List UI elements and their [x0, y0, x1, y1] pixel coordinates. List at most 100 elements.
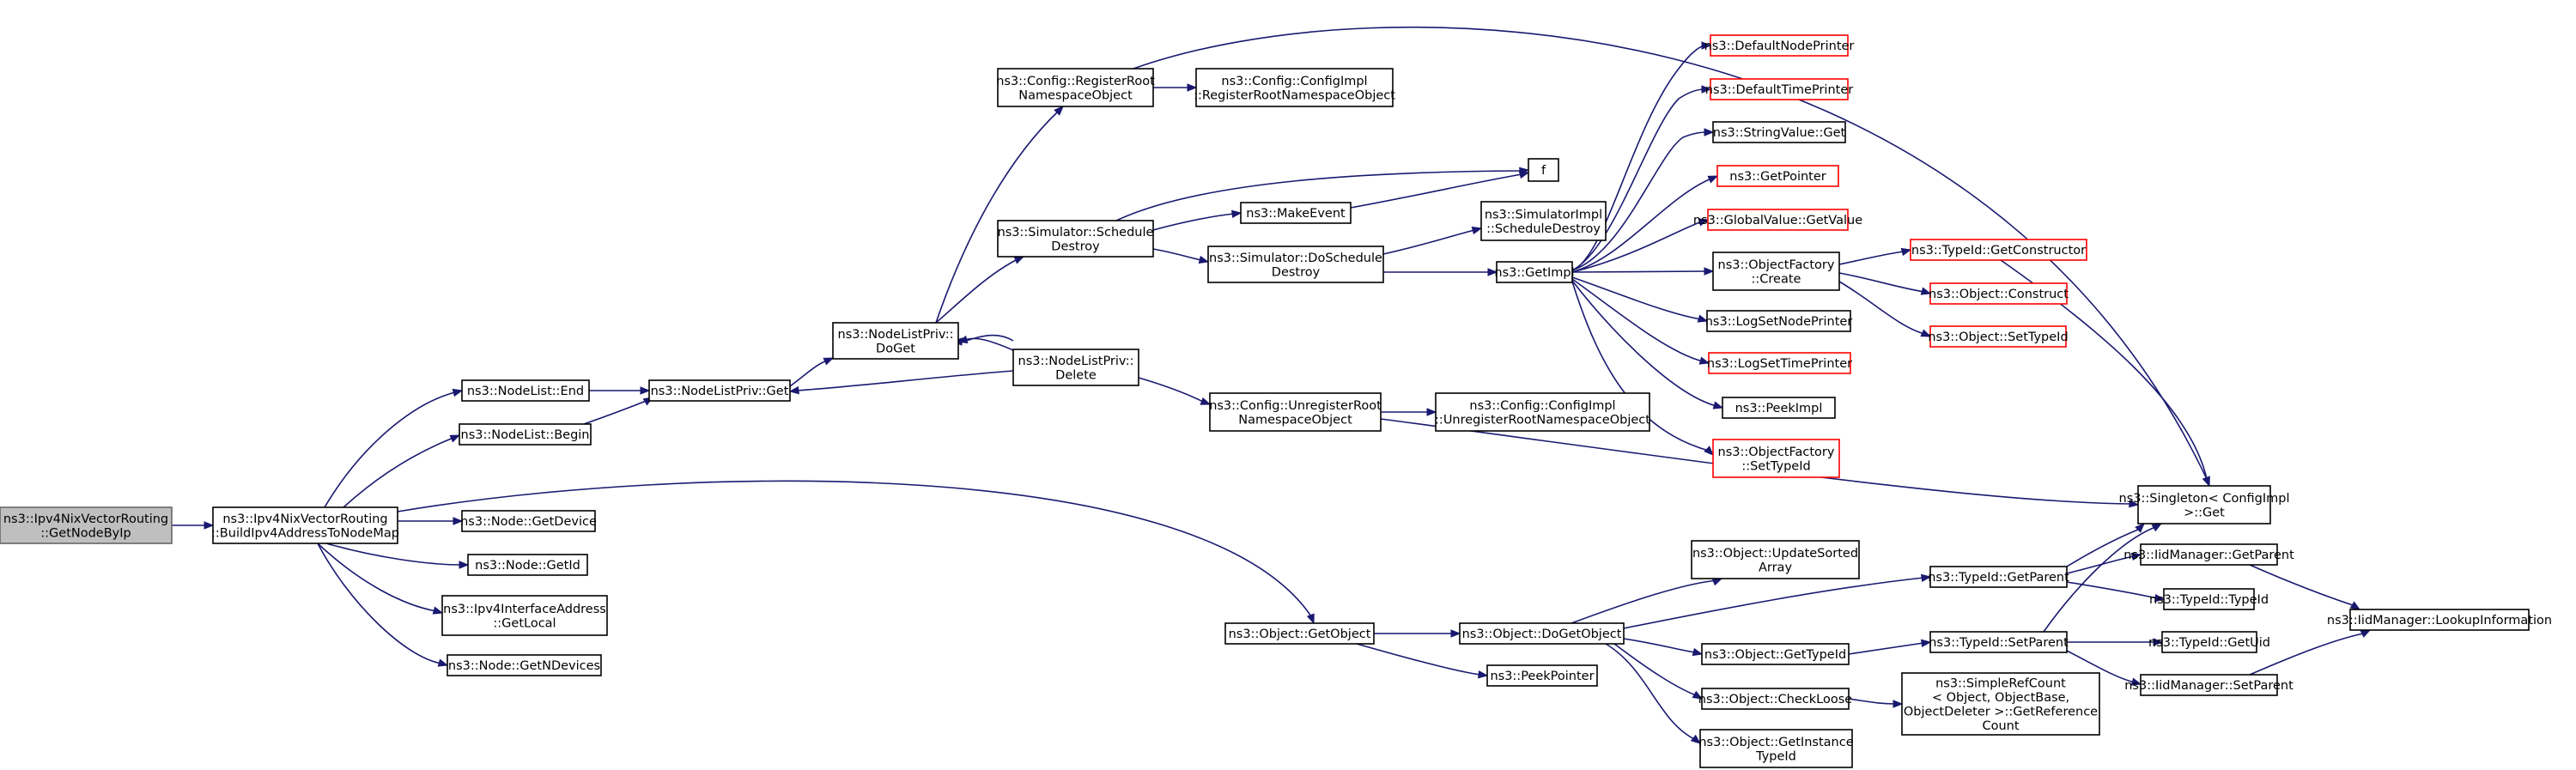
- node-ipv4if-getlocal[interactable]: ns3::Ipv4InterfaceAddress::GetLocal: [441, 595, 608, 636]
- arrowhead: [2130, 552, 2142, 561]
- node-label: ns3::TypeId::GetUid: [2148, 636, 2270, 650]
- call-edge: [1138, 377, 1204, 403]
- call-edge: [796, 370, 1014, 391]
- call-edge: [583, 399, 649, 425]
- node-typeid-getconstructor[interactable]: ns3::TypeId::GetConstructor: [1910, 239, 2087, 261]
- call-edge: [1571, 88, 1705, 271]
- arrowhead: [1711, 578, 1723, 586]
- node-default-time-printer[interactable]: ns3::DefaultTimePrinter: [1705, 78, 1853, 100]
- node-root[interactable]: ns3::Ipv4NixVectorRouting::GetNodeByIp: [0, 506, 173, 544]
- node-globalvalue-getvalue[interactable]: ns3::GlobalValue::GetValue: [1693, 209, 1862, 231]
- node-objfactory-settypeid[interactable]: ns3::ObjectFactory::SetTypeId: [1712, 439, 1840, 478]
- arrowhead: [2151, 523, 2163, 532]
- node-logsetnodeprinter[interactable]: ns3::LogSetNodePrinter: [1705, 310, 1853, 332]
- call-edge: [1838, 281, 1925, 335]
- call-edge: [1356, 643, 1481, 676]
- node-node-getdevice[interactable]: ns3::Node::GetDevice: [460, 510, 597, 532]
- node-box: [2140, 674, 2278, 696]
- node-objfactory-create[interactable]: ns3::ObjectFactory::Create: [1712, 252, 1840, 291]
- node-box: [648, 379, 791, 402]
- arrowhead: [1900, 247, 1912, 257]
- node-box: [447, 654, 602, 676]
- node-box: [1195, 68, 1394, 107]
- node-label: ns3::DefaultNodePrinter: [1704, 39, 1855, 53]
- node-label: >::Get: [2184, 506, 2225, 519]
- node-nl-begin[interactable]: ns3::NodeList::Begin: [459, 423, 592, 446]
- call-edge: [2066, 650, 2136, 683]
- call-edge: [325, 543, 462, 566]
- node-getimpl[interactable]: ns3::GetImpl: [1494, 261, 1575, 283]
- node-stringvalue-get[interactable]: ns3::StringValue::Get: [1712, 121, 1846, 143]
- node-iidmanager-lookupinformation[interactable]: ns3::IidManager::LookupInformation: [2327, 609, 2552, 631]
- node-box: [0, 506, 173, 544]
- node-typeid-setparent[interactable]: ns3::TypeId::SetParent: [1929, 631, 2069, 653]
- function-nodes: ns3::Ipv4NixVectorRouting::GetNodeByIpns…: [0, 34, 2552, 768]
- arrowhead: [2130, 677, 2142, 686]
- node-singleton-get[interactable]: ns3::Singleton< ConfigImpl >::Get: [2119, 485, 2290, 524]
- node-object-settypeid[interactable]: ns3::Object::SetTypeId: [1928, 325, 2069, 348]
- arrowhead: [2129, 500, 2140, 508]
- node-build[interactable]: ns3::Ipv4NixVectorRouting::BuildIpv4Addr…: [211, 506, 399, 544]
- node-cfg-register[interactable]: ns3::Config::RegisterRootNamespaceObject: [996, 68, 1155, 107]
- node-label: ns3::Config::ConfigImpl: [1469, 399, 1615, 413]
- node-label: f: [1541, 164, 1546, 178]
- node-typeid-typeid[interactable]: ns3::TypeId::TypeId: [2149, 588, 2269, 610]
- node-label: ns3::Object::GetInstance: [1698, 736, 1853, 749]
- node-nlp-doget[interactable]: ns3::NodeListPriv::DoGet: [832, 322, 959, 360]
- node-cfg-unregister[interactable]: ns3::Config::UnregisterRootNamespaceObje…: [1209, 392, 1382, 432]
- node-object-dogetobject[interactable]: ns3::Object::DoGetObject: [1459, 622, 1625, 645]
- node-node-getid[interactable]: ns3::Node::GetId: [467, 554, 588, 576]
- node-cfgimpl-unregister[interactable]: ns3::Config::ConfigImpl::UnregisterRootN…: [1435, 392, 1650, 432]
- node-box: [1929, 631, 2068, 653]
- node-node-getndevices[interactable]: ns3::Node::GetNDevices: [447, 654, 602, 676]
- node-label: ns3::Object::CheckLoose: [1698, 693, 1852, 706]
- node-box: [467, 554, 588, 576]
- node-getpointer[interactable]: ns3::GetPointer: [1716, 165, 1839, 187]
- node-box: [1528, 158, 1559, 182]
- arrowhead: [1697, 314, 1709, 323]
- arrowhead: [1920, 329, 1932, 337]
- node-default-node-printer[interactable]: ns3::DefaultNodePrinter: [1704, 34, 1855, 57]
- node-nlp-get[interactable]: ns3::NodeListPriv::Get: [648, 379, 791, 402]
- node-peekpointer[interactable]: ns3::PeekPointer: [1486, 664, 1598, 687]
- node-box: [1480, 201, 1607, 241]
- node-label: ns3::IidManager::GetParent: [2123, 549, 2294, 562]
- node-f[interactable]: f: [1528, 158, 1559, 182]
- node-label: ns3::TypeId::GetParent: [1928, 571, 2069, 585]
- node-label: ns3::Singleton< ConfigImpl: [2119, 492, 2290, 506]
- arrowhead: [1704, 446, 1714, 456]
- node-label: ::Create: [1752, 272, 1801, 286]
- node-logsettimeprinter[interactable]: ns3::LogSetTimePrinter: [1707, 352, 1852, 374]
- arrowhead: [2349, 601, 2361, 610]
- node-box: [1012, 349, 1139, 386]
- arrowhead: [1518, 170, 1530, 179]
- node-peekimpl[interactable]: ns3::PeekImpl: [1722, 397, 1836, 419]
- call-edge: [1115, 170, 1522, 221]
- node-object-gettypeid[interactable]: ns3::Object::GetTypeId: [1701, 643, 1850, 665]
- node-iidmanager-setparent[interactable]: ns3::IidManager::SetParent: [2124, 674, 2293, 696]
- node-make-event[interactable]: ns3::MakeEvent: [1240, 202, 1352, 224]
- node-box: [1929, 566, 2068, 588]
- node-box: [1712, 439, 1840, 478]
- node-nlp-delete[interactable]: ns3::NodeListPriv::Delete: [1012, 349, 1139, 386]
- node-simimpl-schedule-destroy[interactable]: ns3::SimulatorImpl::ScheduleDestroy: [1480, 201, 1607, 241]
- node-object-checkloose[interactable]: ns3::Object::CheckLoose: [1698, 688, 1852, 710]
- node-typeid-getuid[interactable]: ns3::TypeId::GetUid: [2148, 631, 2270, 653]
- node-simplerefcount-getrefcount[interactable]: ns3::SimpleRefCount< Object, ObjectBase,…: [1901, 672, 2100, 736]
- node-cfgimpl-register[interactable]: ns3::Config::ConfigImpl::RegisterRootNam…: [1194, 68, 1395, 107]
- arrowhead: [453, 517, 464, 525]
- node-box: [1910, 239, 2087, 261]
- node-nl-end[interactable]: ns3::NodeList::End: [461, 379, 590, 402]
- node-object-getobject[interactable]: ns3::Object::GetObject: [1224, 622, 1375, 645]
- node-iidmanager-getparent[interactable]: ns3::IidManager::GetParent: [2123, 543, 2294, 566]
- node-box: [1435, 392, 1650, 432]
- node-typeid-getparent[interactable]: ns3::TypeId::GetParent: [1928, 566, 2069, 588]
- arrowhead: [452, 388, 464, 397]
- node-label: ns3::Node::GetNDevices: [448, 659, 600, 673]
- node-object-construct[interactable]: ns3::Object::Construct: [1929, 282, 2069, 305]
- node-sim-schedule-destroy[interactable]: ns3::Simulator::ScheduleDestroy: [997, 220, 1154, 258]
